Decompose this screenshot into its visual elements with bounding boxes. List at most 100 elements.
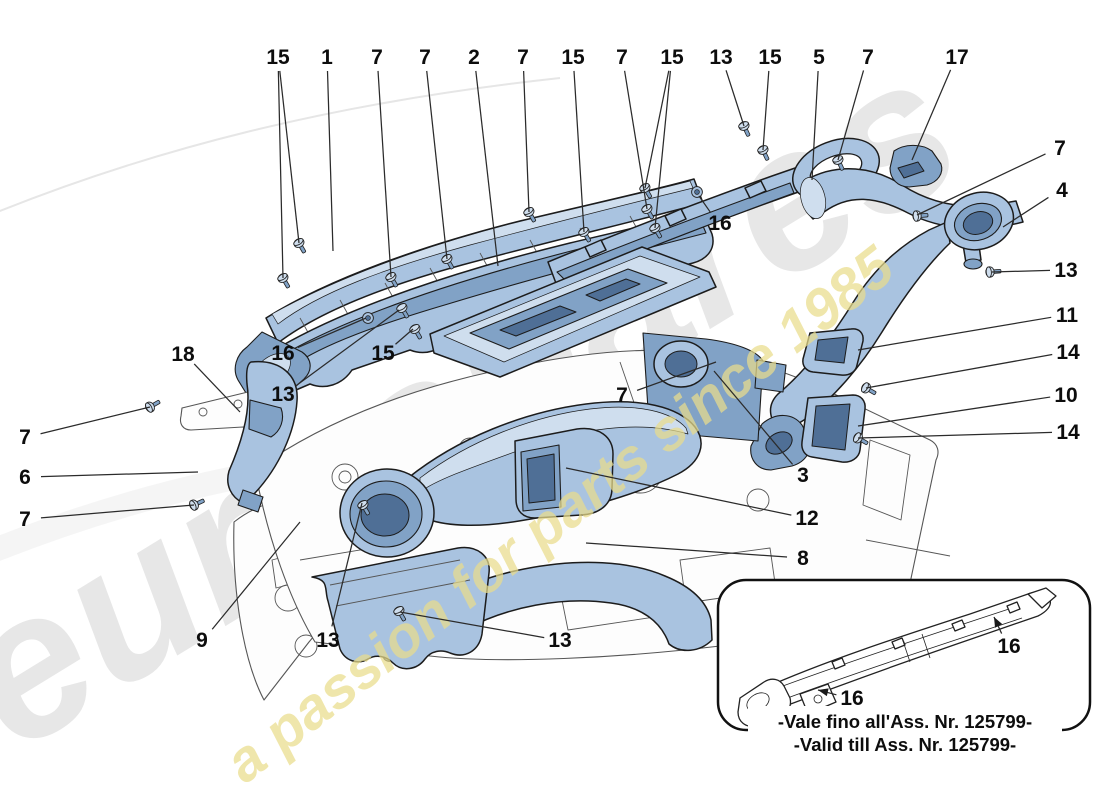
leader-line [725, 70, 745, 127]
fasteners-layer [145, 121, 1002, 622]
part-callout-7: 7 [616, 384, 628, 407]
part-callout-14: 14 [1056, 341, 1080, 364]
leader-line [916, 153, 1046, 216]
part-callout-4: 4 [1056, 179, 1068, 202]
duct-side-vent [750, 191, 1015, 471]
part-callout-13: 13 [1054, 259, 1077, 282]
leader-line [193, 363, 241, 413]
part-callout-9: 9 [196, 629, 208, 652]
leader-line [297, 317, 367, 349]
part-callout-2: 2 [468, 46, 480, 69]
screw-bolt-icon [277, 273, 291, 289]
screw-bolt-icon [639, 183, 653, 199]
nut-icon [362, 312, 374, 324]
leader-line [295, 309, 400, 387]
leader-line [811, 70, 819, 181]
leader-line [911, 69, 952, 161]
square-vent-elbows [801, 328, 866, 463]
leader-line [277, 70, 284, 279]
bracket-hook-left [179, 360, 298, 513]
leader-line [857, 431, 1053, 439]
leader-arrowhead [994, 617, 1003, 628]
part-callout-7: 7 [616, 46, 628, 69]
screw-bolt-icon [145, 399, 161, 413]
screw-bolt-icon [578, 227, 592, 243]
duct-central-tray [429, 246, 717, 378]
part-callout-1: 1 [321, 46, 333, 69]
part-callout-16: 16 [997, 635, 1020, 658]
screw-bolt-icon [396, 303, 410, 319]
caption-backing [748, 706, 1062, 758]
part-callout-10: 10 [1054, 384, 1077, 407]
leader-line [279, 70, 300, 244]
part-callout-11: 11 [1056, 304, 1079, 327]
leader-line [623, 70, 648, 210]
leader-line [713, 370, 794, 465]
leader-line [522, 70, 530, 213]
leader-line [762, 70, 770, 151]
leader-line [475, 70, 499, 267]
part-callout-16: 16 [840, 687, 863, 710]
clip-part [889, 144, 943, 188]
leader-line [377, 70, 392, 278]
leader-line [644, 70, 670, 189]
part-callout-6: 6 [19, 466, 31, 489]
part-callout-13: 13 [548, 629, 571, 652]
screw-bolt-icon [641, 204, 655, 220]
duct-center-round-vent [339, 401, 702, 558]
leader-line [991, 269, 1051, 273]
leader-line [331, 502, 363, 627]
part-callout-7: 7 [371, 46, 383, 69]
part-callout-13: 13 [709, 46, 732, 69]
leader-line [857, 316, 1052, 351]
part-callout-13: 13 [316, 629, 339, 652]
part-callout-17: 17 [945, 46, 968, 69]
part-callout-18: 18 [171, 343, 195, 366]
leader-line [857, 396, 1051, 427]
leader-line [573, 70, 585, 233]
part-callout-15: 15 [660, 46, 684, 69]
screw-bolt-icon [861, 382, 877, 396]
part-callout-3: 3 [797, 464, 809, 487]
part-callout-15: 15 [561, 46, 585, 69]
screw-bolt-icon [649, 223, 663, 239]
leader-line [698, 195, 711, 213]
part-callout-7: 7 [517, 46, 529, 69]
part-callout-16: 16 [708, 212, 731, 235]
screw-bolt-icon [912, 210, 929, 222]
leader-line [40, 504, 195, 519]
part-callout-7: 7 [419, 46, 431, 69]
leader-line [1002, 196, 1049, 228]
leader-arrowhead [818, 688, 829, 697]
leader-line [426, 70, 448, 260]
part-callout-7: 7 [19, 426, 31, 449]
leader-line [40, 406, 151, 435]
part-callout-7: 7 [862, 46, 874, 69]
leader-line [40, 471, 199, 478]
leader-line [326, 70, 334, 252]
inset-caption-italian: -Vale fino all'Ass. Nr. 125799- [778, 711, 1032, 732]
leader-line [865, 353, 1053, 389]
screw-bolt-icon [832, 155, 845, 171]
leader-line [636, 361, 717, 391]
part-callout-13: 13 [271, 383, 294, 406]
inset-caption-english: -Valid till Ass. Nr. 125799- [794, 734, 1016, 755]
duct-center-elbow [514, 427, 614, 519]
leader-line [585, 542, 788, 558]
part-callout-7: 7 [19, 508, 31, 531]
inset-validity-box: -Vale fino all'Ass. Nr. 125799- -Valid t… [716, 578, 1092, 758]
leader-line [654, 70, 672, 229]
part-callout-15: 15 [758, 46, 782, 69]
leader-line [211, 521, 301, 630]
part-callout-16: 16 [271, 342, 294, 365]
part-callout-15: 15 [266, 46, 290, 69]
part-callout-8: 8 [797, 547, 809, 570]
part-callout-5: 5 [813, 46, 825, 69]
leader-line [837, 70, 865, 161]
part-callout-14: 14 [1056, 421, 1080, 444]
part-callout-7: 7 [1054, 137, 1066, 160]
part-callout-15: 15 [371, 342, 395, 365]
